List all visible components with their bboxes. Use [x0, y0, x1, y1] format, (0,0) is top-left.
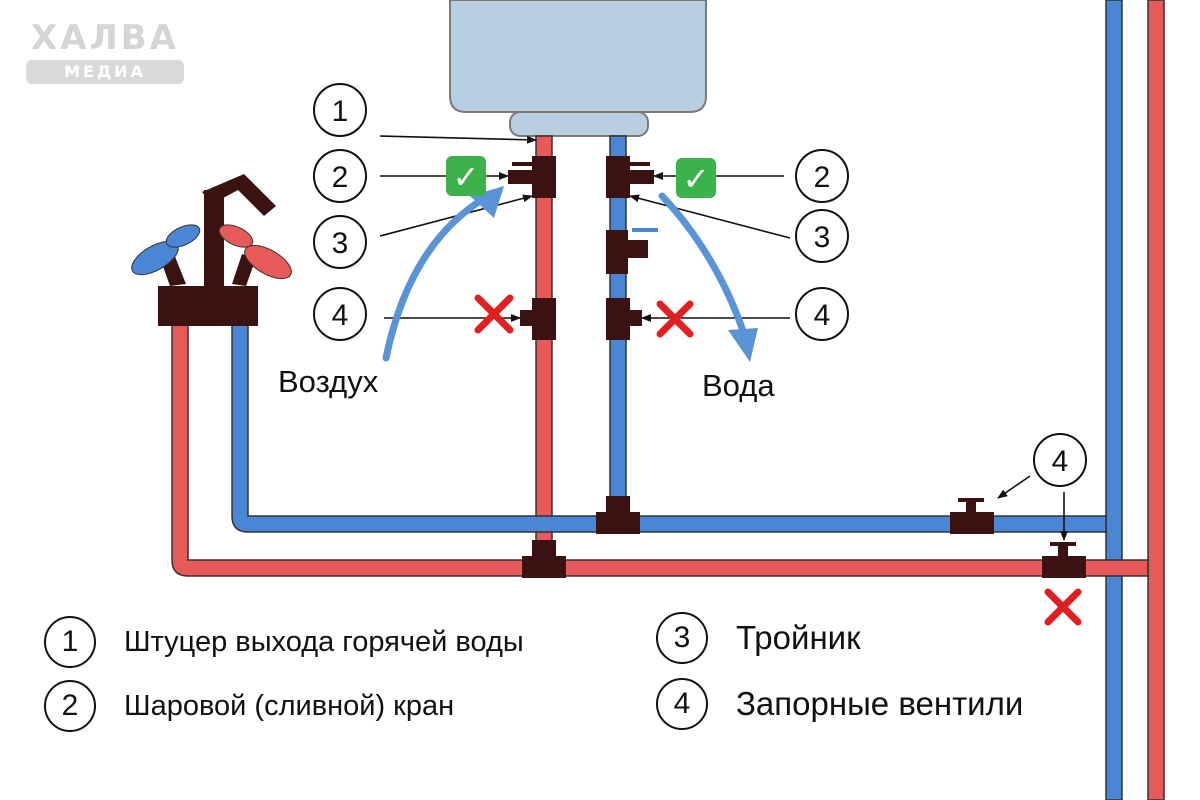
legend-label: Шаровой (сливной) кран: [124, 689, 455, 722]
hot-handle: [244, 244, 292, 280]
cold-shutoff-fitting: [606, 298, 630, 340]
ok-badge-right: ✓: [676, 158, 716, 198]
hot-bottom-tee: [522, 556, 566, 578]
logo-text: ХАЛВА: [31, 18, 179, 58]
legend-item-2: 2 Шаровой (сливной) кран: [44, 680, 454, 732]
ok-mark-right: ✓: [683, 161, 710, 197]
leader-4-bottom-a: [997, 475, 1031, 499]
callout-2-left: 2: [313, 149, 367, 203]
callout-4-right: 4: [795, 287, 849, 341]
legend-label: Тройник: [736, 619, 861, 656]
hot-drain-valve-body: [508, 170, 534, 184]
logo-subtext: МЕДИА: [26, 60, 184, 84]
hot-main-valve-handle: [1050, 542, 1076, 546]
svg-text:2: 2: [814, 161, 831, 194]
cold-safety-valve-side: [626, 240, 648, 258]
legend-number: 1: [44, 616, 96, 668]
cold-riser-pipe: [1105, 0, 1123, 800]
svg-text:1: 1: [332, 95, 349, 128]
legend-number: 2: [44, 680, 96, 732]
hot-shutoff-valve: [520, 310, 534, 326]
hot-drain-valve-handle: [512, 162, 532, 166]
svg-text:4: 4: [1052, 445, 1069, 478]
legend-item-3: 3 Тройник: [656, 612, 861, 664]
callout-3-right: 3: [795, 209, 849, 263]
cold-drain-valve-body: [628, 170, 654, 184]
cold-main-valve-handle: [958, 498, 984, 502]
legend-label: Запорные вентили: [736, 685, 1024, 722]
air-label: Воздух: [278, 364, 379, 399]
hot-main-valve-stem: [1058, 544, 1068, 556]
svg-text:3: 3: [332, 227, 349, 260]
svg-text:4: 4: [332, 299, 349, 332]
callout-3-left: 3: [313, 215, 367, 269]
cold-supply-line: [231, 323, 1107, 533]
legend-number: 4: [656, 678, 708, 730]
water-label: Вода: [702, 368, 775, 403]
legend-number: 3: [656, 612, 708, 664]
callout-4-bottom: 4: [1033, 433, 1087, 487]
hot-riser-pipe: [1147, 0, 1165, 800]
cold-safety-valve: [606, 230, 628, 274]
cold-safety-valve-lever: [632, 228, 658, 232]
air-flow-arrow: [382, 192, 492, 362]
ok-mark-left: ✓: [453, 159, 480, 195]
hot-handle-top: [218, 224, 254, 248]
callout-4-left: 4: [313, 287, 367, 341]
no-mark-right: [656, 300, 694, 338]
hot-supply-line: [171, 323, 1149, 577]
boiler-hot-pipe: [535, 135, 553, 567]
svg-text:3: 3: [814, 221, 831, 254]
legend-item-4: 4 Запорные вентили: [656, 678, 1023, 730]
hot-shutoff-fitting: [532, 298, 556, 340]
cold-handle-top: [165, 224, 201, 248]
cold-bottom-tee: [596, 512, 640, 534]
hot-bottom-tee-stem: [532, 540, 556, 558]
svg-text:4: 4: [814, 299, 831, 332]
cold-drain-valve-handle: [630, 162, 650, 166]
cold-main-valve: [950, 512, 994, 534]
cold-bottom-tee-stem: [606, 496, 630, 514]
cold-main-valve-stem: [966, 500, 976, 512]
boiler-tank: [449, 0, 707, 113]
no-mark-bottom: [1044, 588, 1082, 626]
legend-item-1: 1 Штуцер выхода горячей воды: [44, 616, 524, 668]
no-mark-left: [474, 294, 514, 334]
boiler-bottom-cap: [509, 111, 649, 137]
hot-main-valve: [1042, 556, 1086, 578]
leader-1: [379, 135, 537, 144]
cold-tee-fitting: [606, 156, 630, 198]
svg-text:2: 2: [332, 161, 349, 194]
callout-1: 1: [313, 83, 367, 137]
water-flow-arrow: [658, 192, 748, 338]
mixer-faucet: [131, 174, 292, 326]
ok-badge-left: ✓: [446, 156, 486, 196]
cold-shutoff-valve: [628, 310, 642, 326]
water-flow-arrowhead: [728, 328, 758, 362]
leader-3-right: [629, 194, 791, 239]
hot-tee-fitting: [532, 156, 556, 198]
callout-2-right: 2: [795, 149, 849, 203]
legend-label: Штуцер выхода горячей воды: [124, 625, 524, 658]
